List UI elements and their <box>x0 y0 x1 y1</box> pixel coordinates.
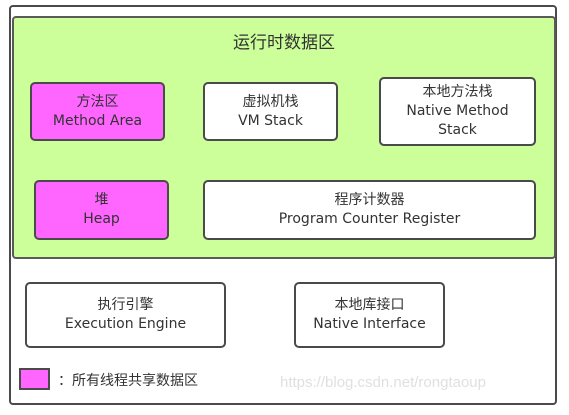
watermark-text: https://blog.csdn.net/rongtaoup <box>280 374 486 391</box>
method-area-zh: 方法区 <box>76 93 119 110</box>
runtime-data-area-title: 运行时数据区 <box>233 33 335 53</box>
program-counter-box: 程序计数器 Program Counter Register <box>203 180 536 240</box>
native-method-stack-en1: Native Method <box>406 103 509 119</box>
program-counter-en: Program Counter Register <box>278 211 461 227</box>
native-interface-zh: 本地库接口 <box>334 297 405 313</box>
vm-stack-en: VM Stack <box>238 112 303 129</box>
method-area-en: Method Area <box>52 112 143 129</box>
execution-engine-zh: 执行引擎 <box>97 297 154 313</box>
execution-engine-en: Execution Engine <box>64 316 187 332</box>
program-counter-zh: 程序计数器 <box>334 192 405 208</box>
native-method-stack-en2: Stack <box>438 122 477 138</box>
vm-stack-zh: 虚拟机栈 <box>242 93 299 110</box>
native-interface-en: Native Interface <box>313 316 426 332</box>
method-area-box: 方法区 Method Area <box>30 82 165 141</box>
execution-engine-box: 执行引擎 Execution Engine <box>25 282 226 348</box>
heap-en: Heap <box>83 211 120 227</box>
native-method-stack-box: 本地方法栈 Native Method Stack <box>379 77 536 146</box>
legend-shared-label: ：所有线程共享数据区 <box>58 373 198 389</box>
native-method-stack-zh: 本地方法栈 <box>422 84 493 100</box>
heap-box: 堆 Heap <box>34 180 169 240</box>
heap-zh: 堆 <box>94 192 109 208</box>
vm-stack-box: 虚拟机栈 VM Stack <box>203 82 338 141</box>
native-interface-box: 本地库接口 Native Interface <box>294 282 445 348</box>
legend-shared-swatch <box>19 368 50 390</box>
